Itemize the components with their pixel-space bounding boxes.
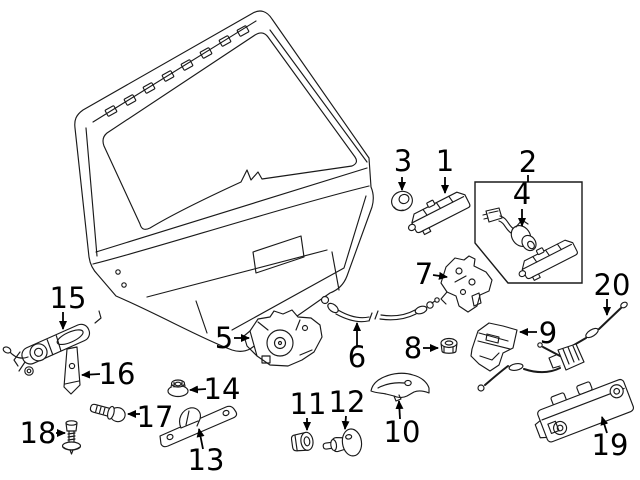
part-17-bolt-art (89, 403, 126, 423)
callout-label-6[interactable]: 6 (348, 340, 366, 374)
callout-arrow-7 (432, 271, 448, 280)
callout-label-2[interactable]: 2 (519, 145, 537, 179)
part-10-striker-plate-art (370, 372, 430, 402)
part-14-flange-nut-art (167, 379, 189, 398)
callout-label-18[interactable]: 18 (20, 416, 57, 450)
part-20-antenna-harness-art (477, 301, 628, 392)
callout-arrow-12 (341, 415, 350, 430)
callout-label-7[interactable]: 7 (415, 257, 433, 291)
liftgate-panel-art (74, 10, 374, 352)
part-3-grommet-art (391, 190, 413, 212)
callout-arrow-10 (395, 400, 404, 420)
part-15-lock-assembly-art (2, 310, 102, 376)
part-4-rear-camera-art (482, 207, 537, 252)
callout-arrow-14 (189, 385, 207, 394)
part-16-bracket-art (63, 346, 81, 395)
part-5-lock-actuator-art (243, 309, 323, 367)
callout-label-14[interactable]: 14 (204, 372, 241, 406)
callout-label-13[interactable]: 13 (188, 443, 225, 477)
part-2-inset-box (474, 181, 583, 284)
part-18-screw-art (61, 420, 82, 455)
callout-label-5[interactable]: 5 (215, 321, 233, 355)
callout-label-8[interactable]: 8 (404, 331, 422, 365)
part-12-bumper-art (322, 428, 363, 457)
callout-arrow-13 (196, 428, 205, 450)
part-8-grommet-nut-art (440, 337, 458, 354)
callout-label-20[interactable]: 20 (594, 268, 631, 302)
callout-label-3[interactable]: 3 (394, 144, 412, 178)
callout-label-15[interactable]: 15 (50, 281, 87, 315)
callout-label-16[interactable]: 16 (99, 357, 136, 391)
part-11-spacer-sleeve-art (290, 431, 314, 452)
part-6-release-cable-art (320, 295, 440, 323)
part-9-latch-cover-art (470, 322, 518, 372)
callout-label-12[interactable]: 12 (329, 385, 366, 419)
part-19-control-module-art (534, 378, 635, 443)
callout-label-4[interactable]: 4 (513, 177, 531, 211)
hinge-cutouts (104, 25, 250, 117)
part-13-striker-bracket-art (159, 405, 238, 448)
part-7-latch-art (440, 255, 493, 313)
callout-arrow-16 (81, 370, 101, 379)
callout-arrow-19 (600, 416, 609, 434)
callout-label-9[interactable]: 9 (539, 316, 557, 350)
callout-label-17[interactable]: 17 (137, 400, 174, 434)
callout-label-19[interactable]: 19 (592, 428, 629, 462)
callout-label-10[interactable]: 10 (384, 415, 421, 449)
part-1-release-switch-art (401, 185, 474, 241)
callout-label-11[interactable]: 11 (290, 387, 327, 421)
callout-label-1[interactable]: 1 (436, 144, 454, 178)
